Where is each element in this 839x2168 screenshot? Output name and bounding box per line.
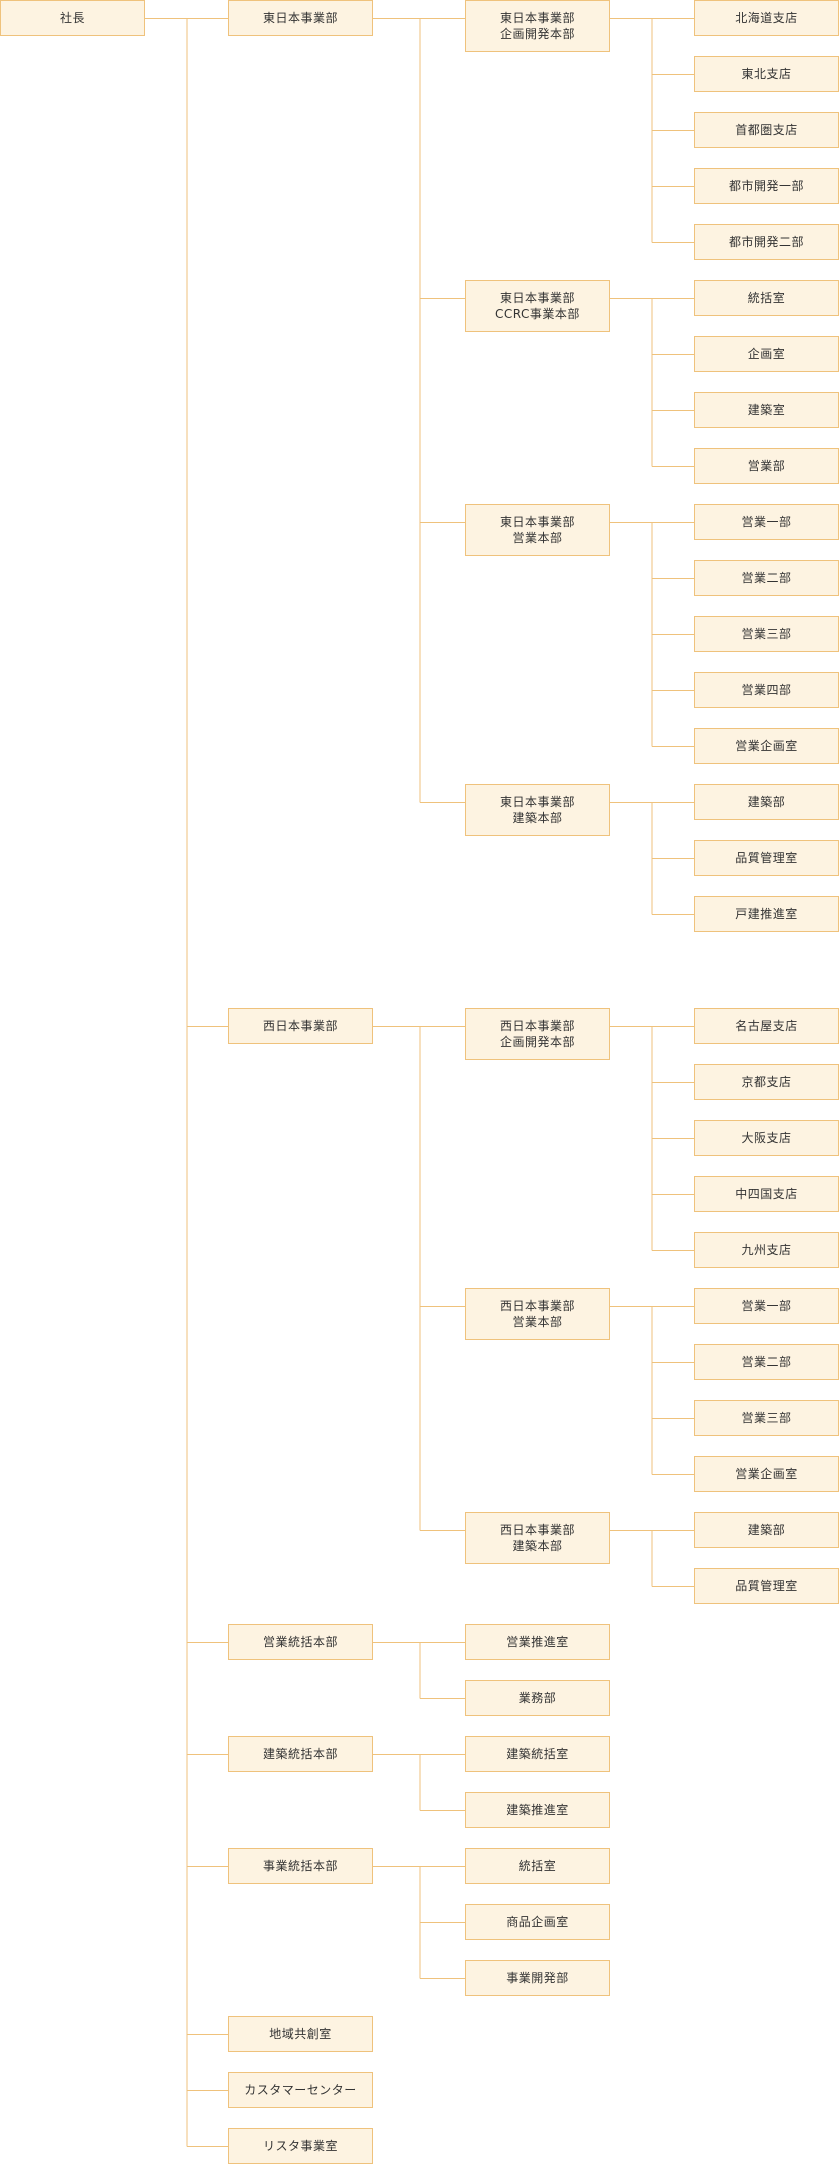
org-unit-box: 東日本事業部 CCRC事業本部 [465, 280, 610, 332]
org-unit-box: 戸建推進室 [694, 896, 839, 932]
org-unit-box: 営業三部 [694, 616, 839, 652]
org-unit-box: 営業推進室 [465, 1624, 610, 1660]
org-unit-box: 営業企画室 [694, 1456, 839, 1492]
org-unit-box: 業務部 [465, 1680, 610, 1716]
org-unit-box: リスタ事業室 [228, 2128, 373, 2164]
org-unit-box: 東日本事業部 [228, 0, 373, 36]
org-unit-box: 地域共創室 [228, 2016, 373, 2052]
org-unit-box: 東日本事業部 企画開発本部 [465, 0, 610, 52]
org-unit-box: 事業統括本部 [228, 1848, 373, 1884]
org-unit-box: 営業三部 [694, 1400, 839, 1436]
org-unit-box: 品質管理室 [694, 840, 839, 876]
org-unit-box: 建築統括室 [465, 1736, 610, 1772]
org-unit-box: 品質管理室 [694, 1568, 839, 1604]
org-unit-box: 営業一部 [694, 504, 839, 540]
org-unit-box: 商品企画室 [465, 1904, 610, 1940]
org-unit-box: 営業統括本部 [228, 1624, 373, 1660]
org-unit-box: 営業二部 [694, 560, 839, 596]
org-unit-box: 建築部 [694, 1512, 839, 1548]
org-unit-box: 統括室 [465, 1848, 610, 1884]
org-unit-box: カスタマーセンター [228, 2072, 373, 2108]
org-unit-box: 東日本事業部 建築本部 [465, 784, 610, 836]
org-unit-box: 西日本事業部 営業本部 [465, 1288, 610, 1340]
org-unit-box: 事業開発部 [465, 1960, 610, 1996]
org-unit-box: 都市開発二部 [694, 224, 839, 260]
org-unit-box: 西日本事業部 建築本部 [465, 1512, 610, 1564]
org-unit-box: 名古屋支店 [694, 1008, 839, 1044]
org-unit-box: 九州支店 [694, 1232, 839, 1268]
org-unit-box: 営業企画室 [694, 728, 839, 764]
org-unit-box: 営業二部 [694, 1344, 839, 1380]
org-unit-box: 中四国支店 [694, 1176, 839, 1212]
org-unit-box: 建築推進室 [465, 1792, 610, 1828]
org-unit-box: 京都支店 [694, 1064, 839, 1100]
org-unit-box: 首都圏支店 [694, 112, 839, 148]
org-unit-box: 西日本事業部 [228, 1008, 373, 1044]
org-unit-box: 東日本事業部 営業本部 [465, 504, 610, 556]
org-unit-box: 建築統括本部 [228, 1736, 373, 1772]
org-unit-box: 企画室 [694, 336, 839, 372]
org-unit-box: 北海道支店 [694, 0, 839, 36]
org-unit-box: 建築部 [694, 784, 839, 820]
org-unit-box: 東北支店 [694, 56, 839, 92]
org-unit-box: 営業一部 [694, 1288, 839, 1324]
org-unit-box: 統括室 [694, 280, 839, 316]
org-unit-box: 大阪支店 [694, 1120, 839, 1156]
org-unit-box: 都市開発一部 [694, 168, 839, 204]
org-unit-box: 営業四部 [694, 672, 839, 708]
org-unit-box: 建築室 [694, 392, 839, 428]
org-unit-box: 社長 [0, 0, 145, 36]
org-unit-box: 西日本事業部 企画開発本部 [465, 1008, 610, 1060]
org-unit-box: 営業部 [694, 448, 839, 484]
